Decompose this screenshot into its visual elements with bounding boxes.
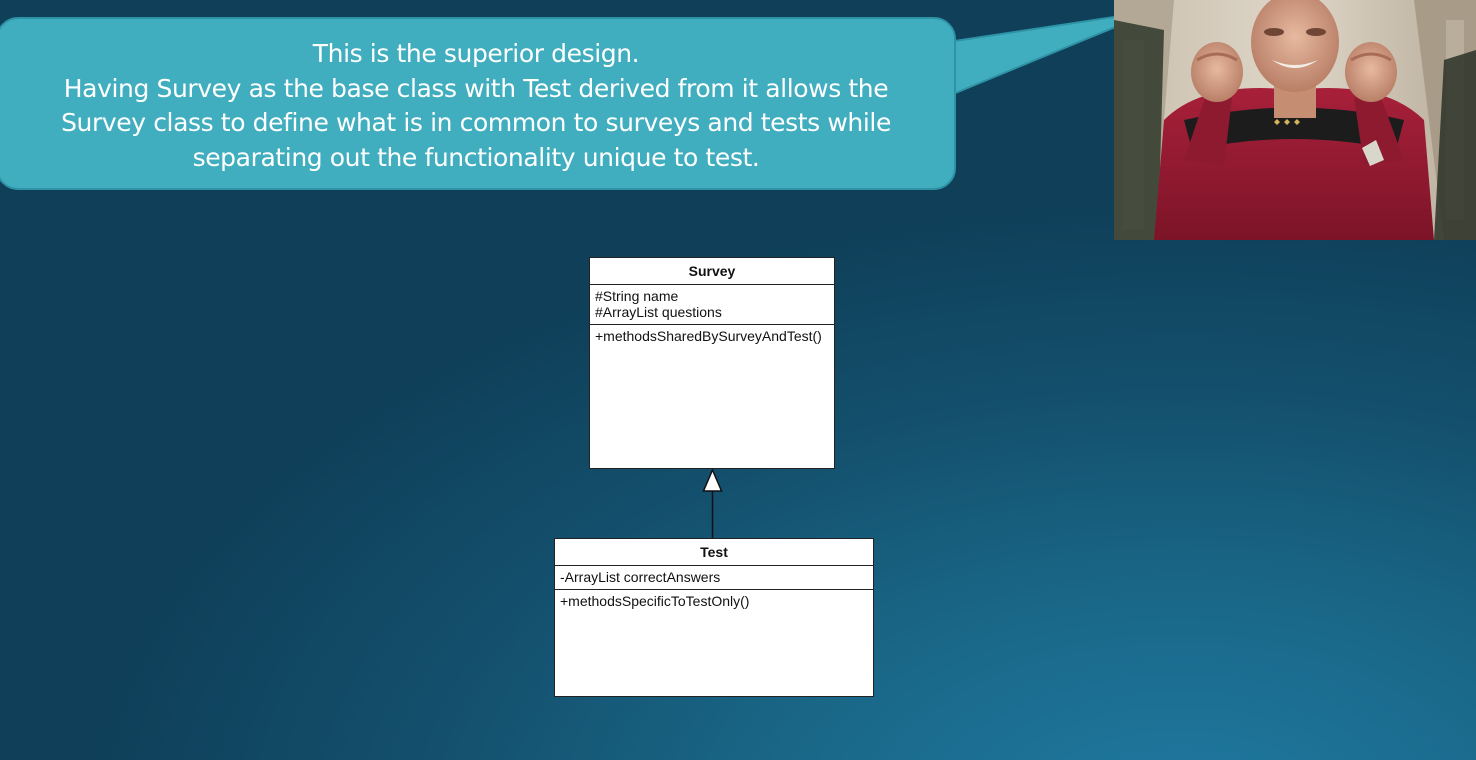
uml-class-test[interactable]: Test -ArrayList correctAnswers +methodsS… [554, 538, 874, 697]
uml-class-survey[interactable]: Survey #String name #ArrayList questions… [589, 257, 835, 469]
speech-callout: This is the superior design. Having Surv… [0, 17, 956, 190]
class-name-test: Test [555, 539, 873, 566]
class-name-survey: Survey [590, 258, 834, 285]
class-attributes-survey: #String name #ArrayList questions [590, 285, 834, 325]
celebrating-person-photo [1114, 0, 1476, 240]
inheritance-arrowhead [702, 468, 723, 492]
attribute-questions: #ArrayList questions [595, 304, 722, 320]
callout-heading: This is the superior design. [312, 39, 640, 68]
class-operations-test: +methodsSpecificToTestOnly() [555, 590, 873, 612]
callout-body: Having Survey as the base class with Tes… [61, 73, 891, 172]
class-attributes-test: -ArrayList correctAnswers [555, 566, 873, 590]
attribute-name: #String name [595, 288, 679, 304]
operation-specific: +methodsSpecificToTestOnly() [560, 593, 750, 609]
class-operations-survey: +methodsSharedBySurveyAndTest() [590, 325, 834, 347]
operation-shared: +methodsSharedBySurveyAndTest() [595, 328, 822, 344]
attribute-correct-answers: -ArrayList correctAnswers [560, 569, 721, 585]
